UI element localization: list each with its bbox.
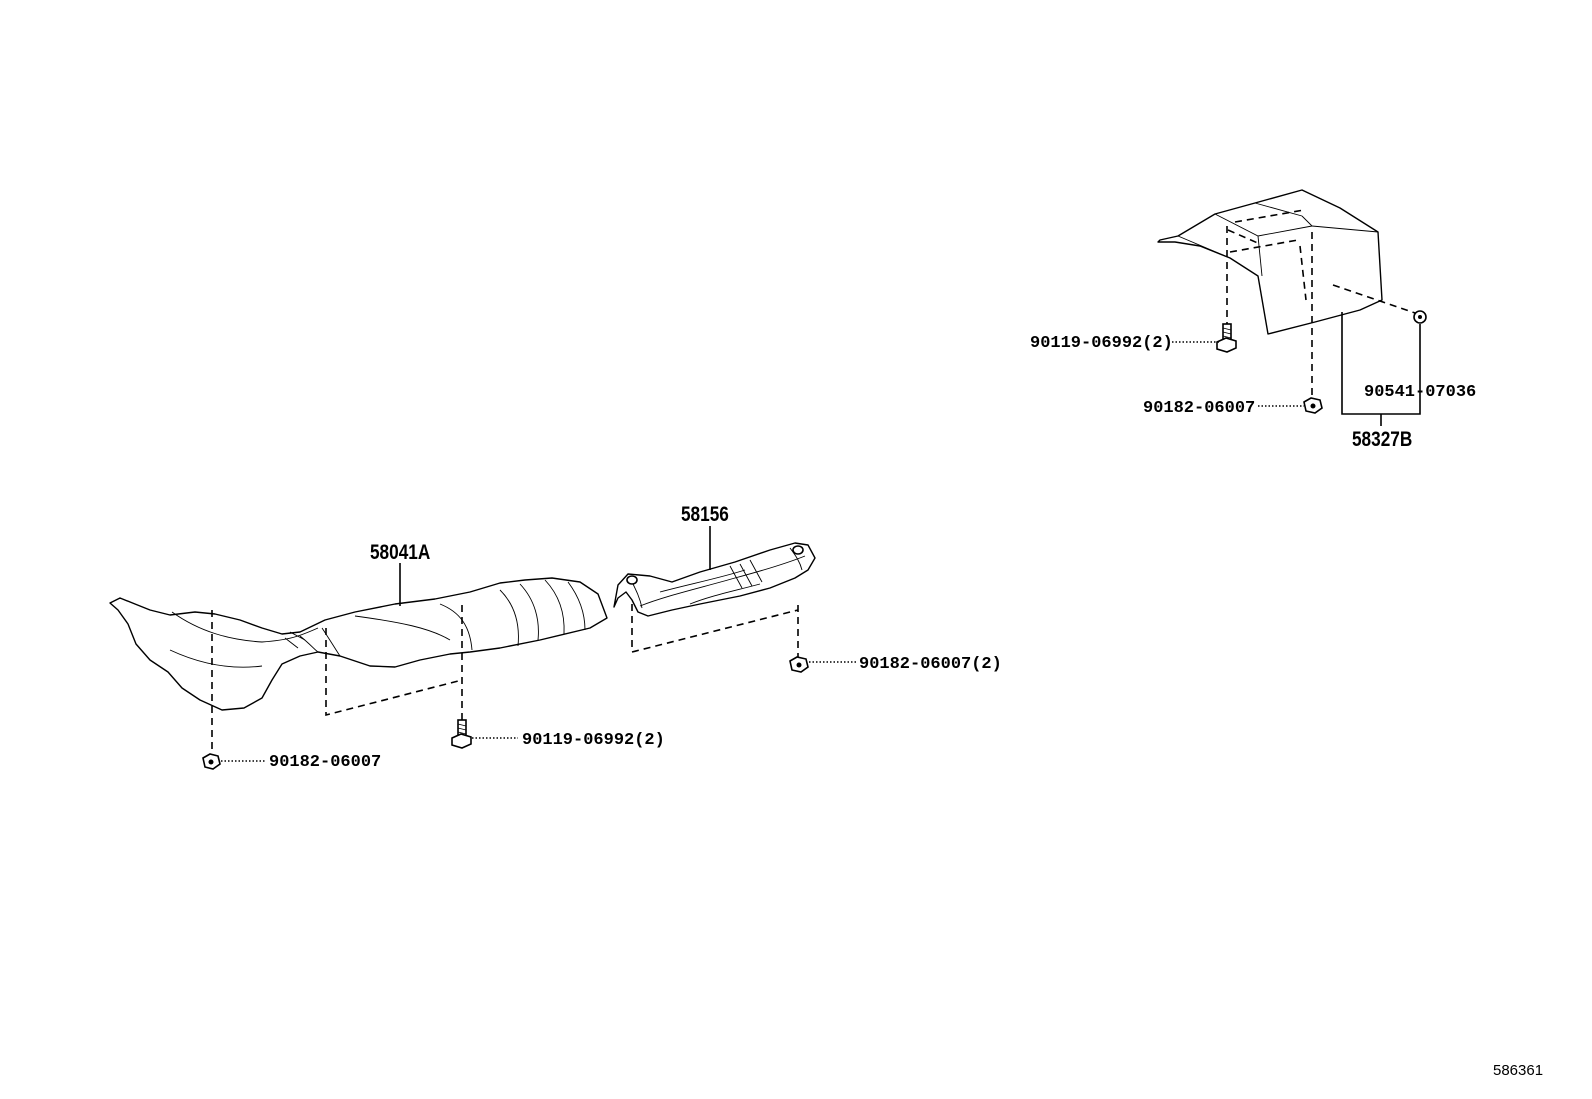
front-heat-insulator[interactable] (109, 577, 608, 711)
fastener-label-clip-rear: 90541-07036 (1364, 383, 1476, 402)
part-label-58156: 58156 (681, 504, 729, 527)
assembly-lines (211, 226, 1419, 758)
nut-rear-icon (1303, 397, 1323, 414)
diagram-reference-number: 586361 (1493, 1062, 1543, 1079)
nut-front-left-icon (202, 753, 221, 770)
fastener-label-bolt-front: 90119-06992(2) (522, 731, 665, 750)
bolt-rear-icon (1216, 323, 1237, 353)
fastener-label-nut-center: 90182-06007(2) (859, 655, 1002, 674)
fastener-label-nut-rear: 90182-06007 (1143, 399, 1255, 418)
fastener-label-bolt-rear: 90119-06992(2) (1030, 334, 1173, 353)
fastener-label-nut-front: 90182-06007 (269, 753, 381, 772)
bolt-front-icon (451, 719, 472, 749)
rear-heat-insulator[interactable] (1157, 189, 1383, 335)
center-heat-insulator[interactable] (613, 542, 816, 617)
leader-lines (221, 312, 1421, 762)
part-label-58327b: 58327B (1352, 429, 1412, 452)
nut-center-icon (789, 656, 809, 673)
clip-rear-icon (1413, 310, 1427, 324)
part-label-58041a: 58041A (370, 542, 430, 565)
